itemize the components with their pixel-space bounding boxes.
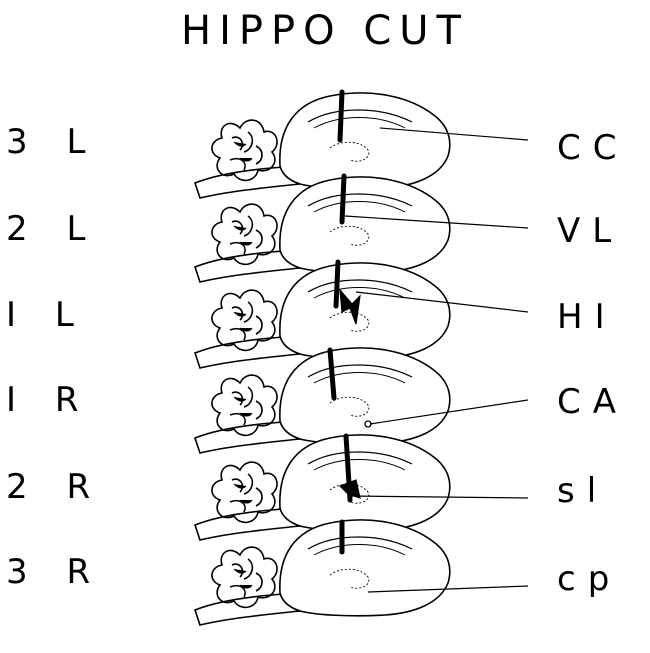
brain-section-3r <box>195 520 450 625</box>
brain-section-1r <box>195 348 450 453</box>
